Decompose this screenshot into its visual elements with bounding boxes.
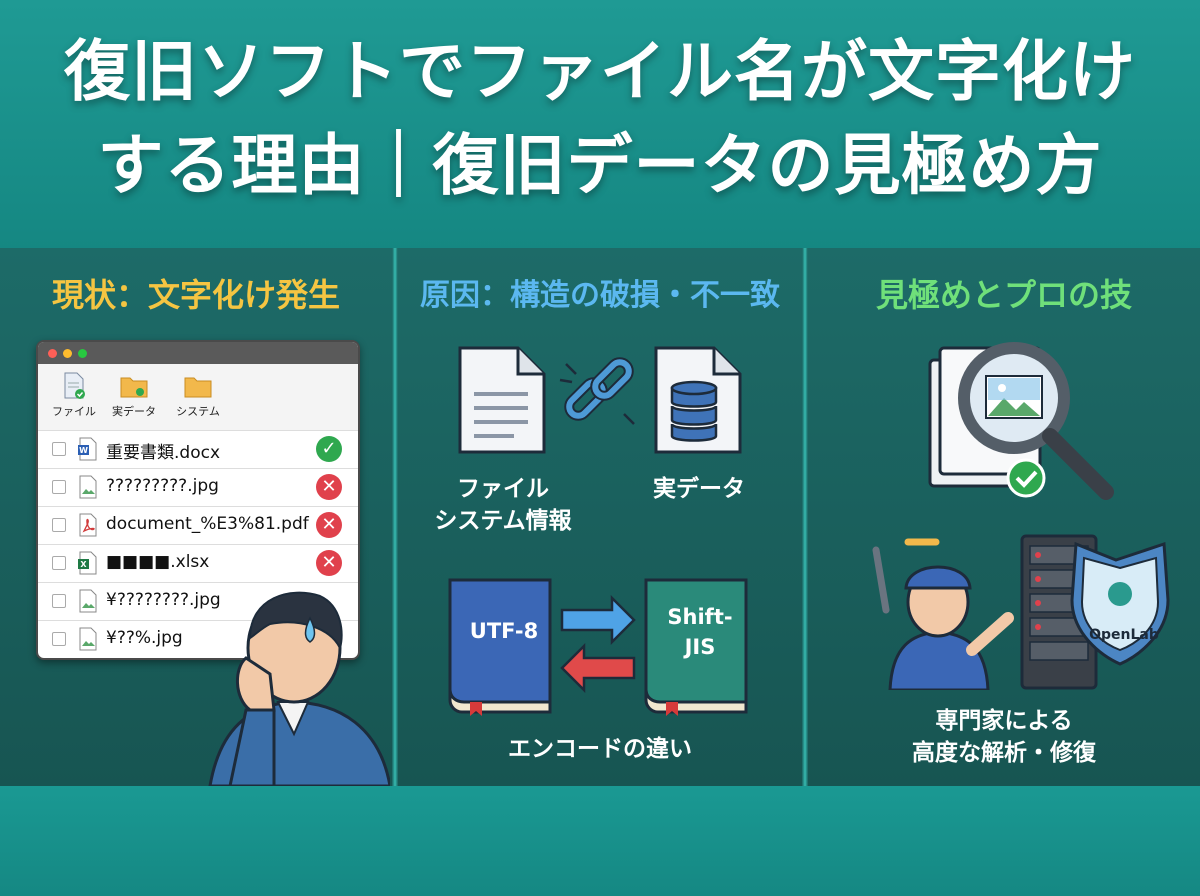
row-checkbox[interactable] <box>52 518 66 532</box>
expert-caption-1: 専門家による <box>935 708 1073 734</box>
real-data-label: 実データ <box>653 476 745 502</box>
window-titlebar <box>38 342 358 364</box>
database-icon <box>654 346 742 454</box>
file-name: ■■■■.xlsx <box>106 552 210 572</box>
file-row[interactable]: X ■■■■.xlsx ✕ <box>38 544 358 583</box>
image-icon <box>79 589 97 613</box>
toolbar-file[interactable]: ファイル <box>44 372 104 419</box>
expert-caption-2: 高度な解析・修復 <box>912 740 1096 766</box>
error-x-icon: ✕ <box>316 474 342 500</box>
panel-cause: 原因：構造の破損・不一致 <box>398 248 802 786</box>
title-line-1: 復旧ソフトでファイル名が文字化け <box>64 33 1136 110</box>
close-dot-icon <box>48 349 57 358</box>
encoding-diff-label: エンコードの違い <box>508 736 692 762</box>
window-toolbar: ファイル 実データ システム <box>38 364 358 431</box>
error-x-icon: ✕ <box>316 512 342 538</box>
encoding-books-illustration <box>448 578 748 716</box>
row-checkbox[interactable] <box>52 442 66 456</box>
toolbar-data[interactable]: 実データ <box>104 372 164 419</box>
image-icon <box>79 627 97 651</box>
file-name: 重要書類.docx <box>106 443 221 463</box>
panels: 現状：文字化け発生 ファイル <box>0 248 1200 786</box>
folder-icon <box>184 377 212 398</box>
file-name: ?????????.jpg <box>106 476 219 496</box>
panel-heading-expert: 見極めとプロの技 <box>875 276 1132 314</box>
file-window: ファイル 実データ システム <box>36 340 360 660</box>
book-sjis-label-2: JIS <box>684 635 716 659</box>
toolbar-data-label: 実データ <box>112 405 156 418</box>
file-row[interactable]: W 重要書類.docx ✓ <box>38 430 358 469</box>
error-x-icon: ✕ <box>316 550 342 576</box>
file-row[interactable]: ?????????.jpg ✕ <box>38 468 358 507</box>
document-icon <box>458 346 546 454</box>
row-checkbox[interactable] <box>52 632 66 646</box>
image-icon <box>79 475 97 499</box>
folder-icon <box>120 377 148 398</box>
file-check-icon <box>64 372 85 399</box>
panel-expert: 見極めとプロの技 <box>808 248 1200 786</box>
book-utf8-label: UTF-8 <box>469 619 539 643</box>
toolbar-system-label: システム <box>176 405 220 418</box>
panel-heading-cause: 原因：構造の破損・不一致 <box>420 278 780 313</box>
file-name: ¥??%.jpg <box>106 628 183 648</box>
broken-link-icon <box>559 357 635 425</box>
panel-current-state: 現状：文字化け発生 ファイル <box>0 248 392 786</box>
file-name: ¥????????.jpg <box>106 590 221 610</box>
row-checkbox[interactable] <box>52 556 66 570</box>
minimize-dot-icon <box>63 349 72 358</box>
row-checkbox[interactable] <box>52 594 66 608</box>
toolbar-file-label: ファイル <box>52 405 96 418</box>
svg-text:W: W <box>79 446 88 455</box>
file-row[interactable]: document_%E3%81.pdf ✕ <box>38 506 358 545</box>
pdf-icon <box>79 513 97 537</box>
svg-text:X: X <box>80 560 87 569</box>
file-row[interactable]: ¥????????.jpg <box>38 582 358 621</box>
check-icon: ✓ <box>316 436 342 462</box>
book-sjis-label-1: Shift- <box>667 605 733 629</box>
row-checkbox[interactable] <box>52 480 66 494</box>
toolbar-system[interactable]: システム <box>168 372 228 419</box>
magnifier-inspection-icon <box>928 342 1114 500</box>
panel-divider <box>392 248 398 786</box>
openlab-shield-label: OpenLab <box>1089 627 1159 643</box>
filesystem-label-1: ファイル <box>457 476 549 502</box>
file-row[interactable]: ¥??%.jpg <box>38 620 358 658</box>
word-icon: W <box>78 437 97 461</box>
maximize-dot-icon <box>78 349 87 358</box>
title-line-2: する理由｜復旧データの見極め方 <box>97 127 1103 204</box>
filesystem-label-2: システム情報 <box>434 508 572 534</box>
panel-divider <box>802 248 808 786</box>
engineer-server-illustration <box>872 534 1170 690</box>
worried-person-illustration <box>208 591 390 786</box>
file-name: document_%E3%81.pdf <box>106 514 309 534</box>
panel-heading-current: 現状：文字化け発生 <box>51 276 340 314</box>
footer-band <box>0 786 1200 896</box>
excel-icon: X <box>78 551 97 575</box>
